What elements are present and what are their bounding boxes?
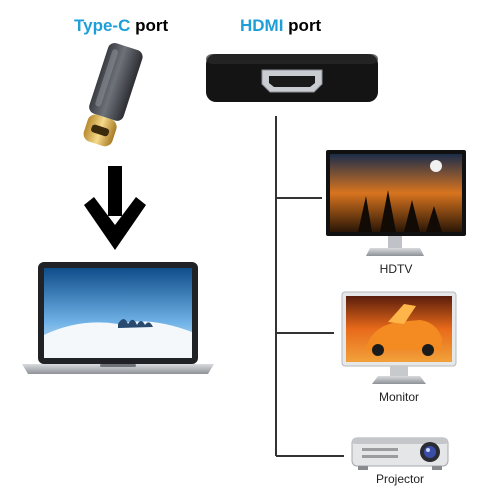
hdtv-label: HDTV [379,262,413,276]
typec-accent-text: Type-C [74,16,131,35]
typec-rest-text: port [130,16,169,35]
typec-adapter-image [83,42,143,147]
connector-lines [275,116,344,457]
hdmi-accent-text: HDMI [240,16,284,35]
hdmi-rest-text: port [283,16,322,35]
hdtv-image [326,150,466,256]
projector-label: Projector [375,472,425,486]
laptop-image [22,262,214,374]
typec-port-heading: Type-C port [74,16,168,36]
hdmi-adapter-image [206,54,378,102]
projector-image [351,437,449,470]
monitor-label: Monitor [378,390,419,404]
monitor-image [341,291,457,384]
down-arrow-icon [84,166,146,250]
hdmi-port-heading: HDMI port [240,16,321,36]
